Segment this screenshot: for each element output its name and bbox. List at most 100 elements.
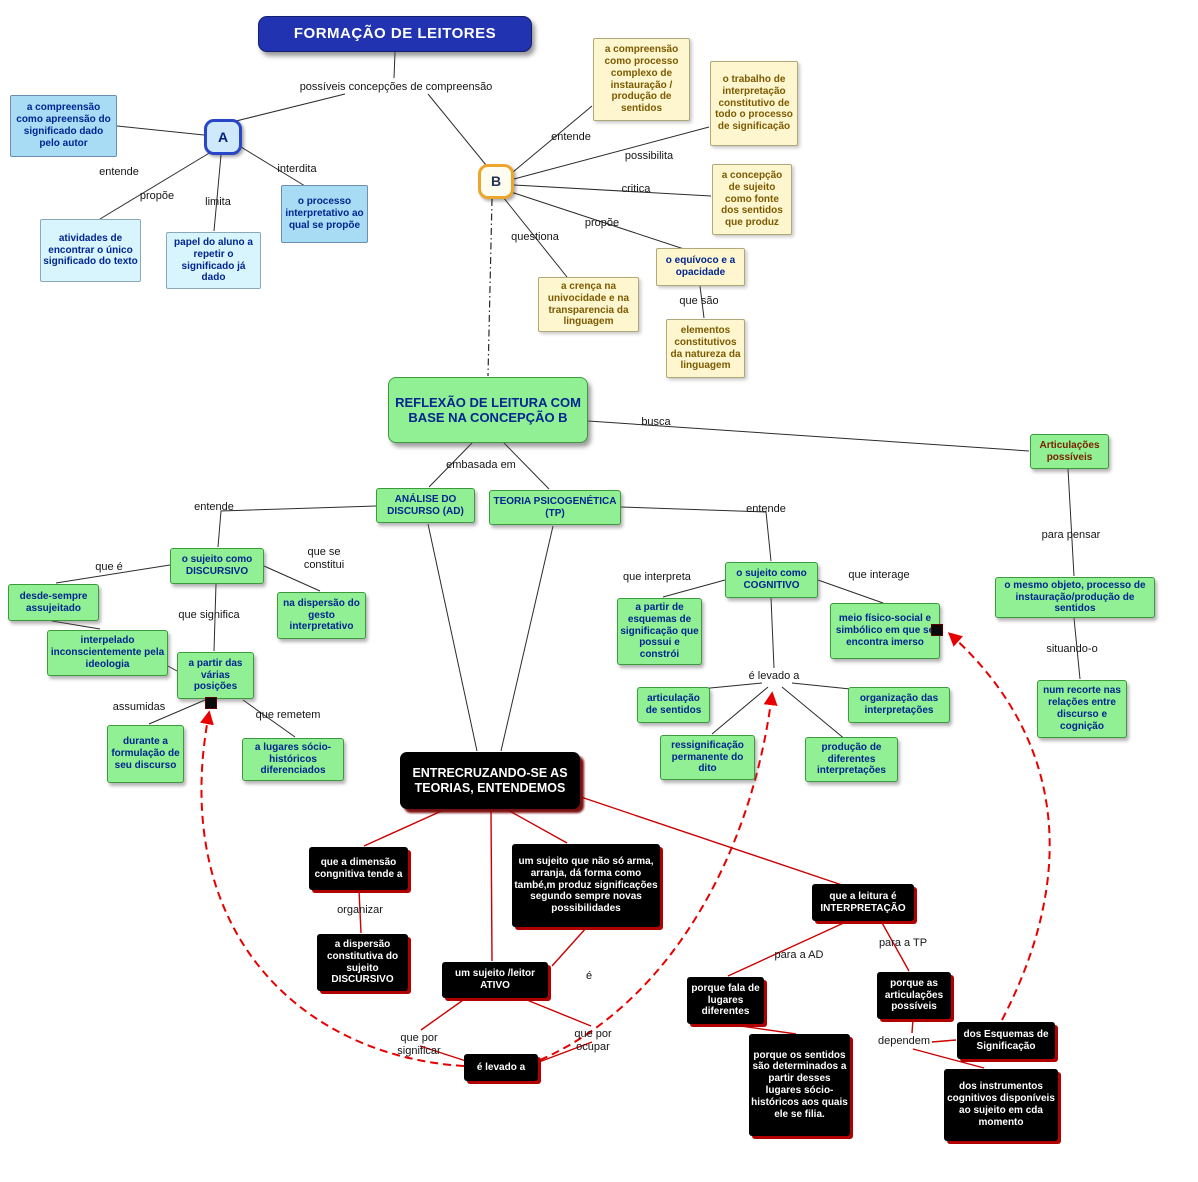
concept-atividades-unico-significado-text: atividades de encontrar o único signific… [43, 232, 138, 268]
concept-sujeito-cognitivo[interactable]: o sujeito como COGNITIVO [725, 562, 818, 598]
concept-equivoco-opacidade[interactable]: o equívoco e a opacidade [656, 248, 745, 286]
concept-atividades-unico-significado[interactable]: atividades de encontrar o único signific… [40, 219, 141, 282]
concept-articulacoes-possiveis[interactable]: Articulações possíveis [1030, 434, 1109, 469]
concept-teoria-psicogenetica-text: TEORIA PSICOGENÉTICA (TP) [493, 495, 617, 519]
concept-crenca-univocidade[interactable]: a crença na univocidade e na transparenc… [538, 277, 639, 332]
junction-square-discursivo[interactable] [205, 697, 217, 709]
concept-teoria-psicogenetica[interactable]: TEORIA PSICOGENÉTICA (TP) [489, 490, 621, 525]
concept-reflexao-de-leitura[interactable]: REFLEXÃO DE LEITURA COM BASE NA CONCEPÇÃ… [388, 377, 588, 443]
concept-formacao-de-leitores[interactable]: FORMAÇÃO DE LEITORES [258, 16, 532, 52]
concept-a-partir-das-varias-posicoes[interactable]: a partir das várias posições [177, 652, 254, 699]
connector-line [699, 682, 763, 690]
concept-dispersao-gesto[interactable]: na dispersão do gesto interpretativo [277, 592, 366, 639]
connector-line [213, 154, 222, 232]
concept-um-sujeito-que-produz[interactable]: um sujeito que não só arma, arranja, dá … [512, 844, 660, 927]
link-e: é [580, 969, 598, 983]
concept-mesmo-objeto-text: o mesmo objeto, processo de instauração/… [1004, 579, 1146, 615]
concept-apreensao-significado-text: a compreensão como apreensão do signific… [16, 102, 111, 149]
link-que-e-text: que é [95, 560, 123, 573]
concept-ressignificacao-do-dito[interactable]: ressignificação permanente do dito [660, 735, 755, 780]
concept-organizacao-interpretacoes[interactable]: organização das interpretações [848, 687, 950, 723]
concept-esquemas-significacao-text: a partir de esquemas de significação que… [620, 602, 699, 661]
connector-line [726, 1023, 797, 1035]
concept-sujeito-cognitivo-text: o sujeito como COGNITIVO [736, 568, 807, 591]
concept-b[interactable]: B [478, 164, 514, 199]
concept-articulacao-de-sentidos[interactable]: articulação de sentidos [637, 687, 710, 723]
concept-lugares-socio-historicos-text: a lugares sócio-históricos diferenciados [254, 741, 332, 777]
concept-porque-as-articulacoes[interactable]: porque as articulações possíveis [877, 972, 951, 1019]
concept-elementos-constitutivos[interactable]: elementos constitutivos da natureza da l… [666, 319, 745, 378]
concept-dos-instrumentos[interactable]: dos instrumentos cognitivos disponíveis … [944, 1069, 1058, 1141]
connector-line [242, 699, 296, 738]
connector-line [711, 686, 769, 735]
concept-meio-fisico-social[interactable]: meio físico-social e simbólico em que se… [830, 603, 940, 659]
concept-porque-os-sentidos[interactable]: porque os sentidos são determinados a pa… [749, 1034, 850, 1136]
concept-articulacoes-possiveis-text: Articulações possíveis [1039, 439, 1100, 463]
concept-elementos-constitutivos-text: elementos constitutivos da natureza da l… [670, 324, 741, 372]
link-que-remetem-text: que remetem [255, 708, 321, 721]
link-questiona: questiona [508, 230, 562, 244]
concept-sujeito-leitor-ativo[interactable]: um sujeito /leitor ATIVO [442, 962, 548, 998]
concept-sujeito-leitor-ativo-text: um sujeito /leitor ATIVO [454, 968, 535, 991]
link-que-interage-text: que interage [848, 568, 910, 581]
concept-porque-fala-de-lugares[interactable]: porque fala de lugares diferentes [687, 977, 764, 1024]
link-entende-esquerda-text: entende [194, 500, 234, 513]
concept-porque-fala-de-lugares-text: porque fala de lugares diferentes [691, 982, 760, 1018]
concept-compreensao-processo-complexo[interactable]: a compreensão como processo complexo de … [593, 38, 690, 121]
link-entende-esquerda: entende [191, 500, 237, 514]
concept-num-recorte[interactable]: num recorte nas relações entre discurso … [1037, 680, 1127, 738]
concept-dispersao-constitutiva[interactable]: a dispersão constitutiva do sujeito DISC… [317, 934, 408, 991]
link-e-levado-a-text: é levado a [748, 669, 800, 682]
junction-square-cognitivo[interactable] [931, 624, 943, 636]
concept-producao-interpretacoes[interactable]: produção de diferentes interpretações [805, 737, 898, 782]
link-que-por-ocupar-text: que por ocupar [574, 1028, 612, 1053]
concept-dimensao-cognitiva[interactable]: que a dimensão congnitiva tende a [309, 847, 408, 890]
connector-line [1073, 617, 1081, 680]
connector-line [880, 920, 910, 972]
link-que-significa-text: que significa [178, 608, 240, 621]
link-propoe-a: propõe [136, 189, 178, 203]
connector-line [512, 105, 593, 173]
link-assumidas-text: assumidas [112, 700, 166, 713]
connector-line [577, 795, 843, 886]
concept-a-text: A [217, 128, 229, 145]
concept-sujeito-discursivo[interactable]: o sujeito como DISCURSIVO [170, 548, 264, 584]
concept-papel-do-aluno[interactable]: papel do aluno a repetir o significado j… [166, 232, 261, 289]
concept-compreensao-processo-complexo-text: a compreensão como processo complexo de … [604, 44, 679, 115]
link-embasada-em-text: embasada em [446, 458, 516, 471]
concept-analise-do-discurso[interactable]: ANÁLISE DO DISCURSO (AD) [376, 488, 475, 523]
concept-leitura-e-interpretacao[interactable]: que a leitura é INTERPRETAÇÃO [812, 884, 914, 921]
concept-processo-interpretativo[interactable]: o processo interpretativo ao qual se pro… [281, 185, 368, 243]
connector-line [99, 151, 212, 220]
concept-dos-esquemas-text: dos Esquemas de Significação [963, 1028, 1049, 1052]
concept-esquemas-significacao[interactable]: a partir de esquemas de significação que… [617, 598, 702, 665]
connector-line [217, 505, 377, 548]
concept-interpelado-ideologia[interactable]: interpelado inconscientemente pela ideol… [47, 630, 168, 676]
link-possibilita-text: possibilita [624, 149, 674, 162]
connector-line [505, 808, 568, 844]
link-entende-direita-text: entende [746, 502, 786, 515]
concept-concepcao-de-sujeito[interactable]: a concepção de sujeito como fonte dos se… [712, 164, 792, 235]
link-para-pensar: para pensar [1039, 528, 1103, 542]
link-para-a-ad-text: para a AD [774, 948, 824, 961]
concept-entrecruzando[interactable]: ENTRECRUZANDO-SE AS TEORIAS, ENTENDEMOS [400, 752, 580, 809]
concept-durante-formulacao[interactable]: durante a formulação de seu discurso [107, 725, 184, 783]
connector-line [55, 564, 171, 584]
concept-dispersao-constitutiva-text: a dispersão constitutiva do sujeito DISC… [326, 938, 399, 986]
concept-dos-esquemas[interactable]: dos Esquemas de Significação [957, 1022, 1055, 1059]
concept-trabalho-interpretacao[interactable]: o trabalho de interpretação constitutivo… [710, 61, 798, 146]
concept-a[interactable]: A [204, 119, 242, 155]
concept-mesmo-objeto[interactable]: o mesmo objeto, processo de instauração/… [995, 577, 1155, 618]
link-para-a-tp-text: para a TP [878, 936, 928, 949]
concept-desde-sempre-assujeitado[interactable]: desde-sempre assujeitado [8, 584, 99, 621]
link-para-a-ad: para a AD [772, 948, 826, 962]
link-que-se-constitui: que se constitui [298, 545, 350, 573]
link-embasada-em: embasada em [443, 458, 519, 472]
dashed-arrow-to-meio-fisico-social [947, 632, 1051, 1021]
concept-apreensao-significado[interactable]: a compreensão como apreensão do signific… [10, 95, 117, 157]
link-organizar-text: organizar [337, 903, 383, 916]
concept-e-levado-a-box[interactable]: é levado a [464, 1054, 538, 1081]
concept-lugares-socio-historicos[interactable]: a lugares sócio-históricos diferenciados [242, 738, 344, 781]
concept-dos-instrumentos-text: dos instrumentos cognitivos disponíveis … [947, 1081, 1055, 1128]
